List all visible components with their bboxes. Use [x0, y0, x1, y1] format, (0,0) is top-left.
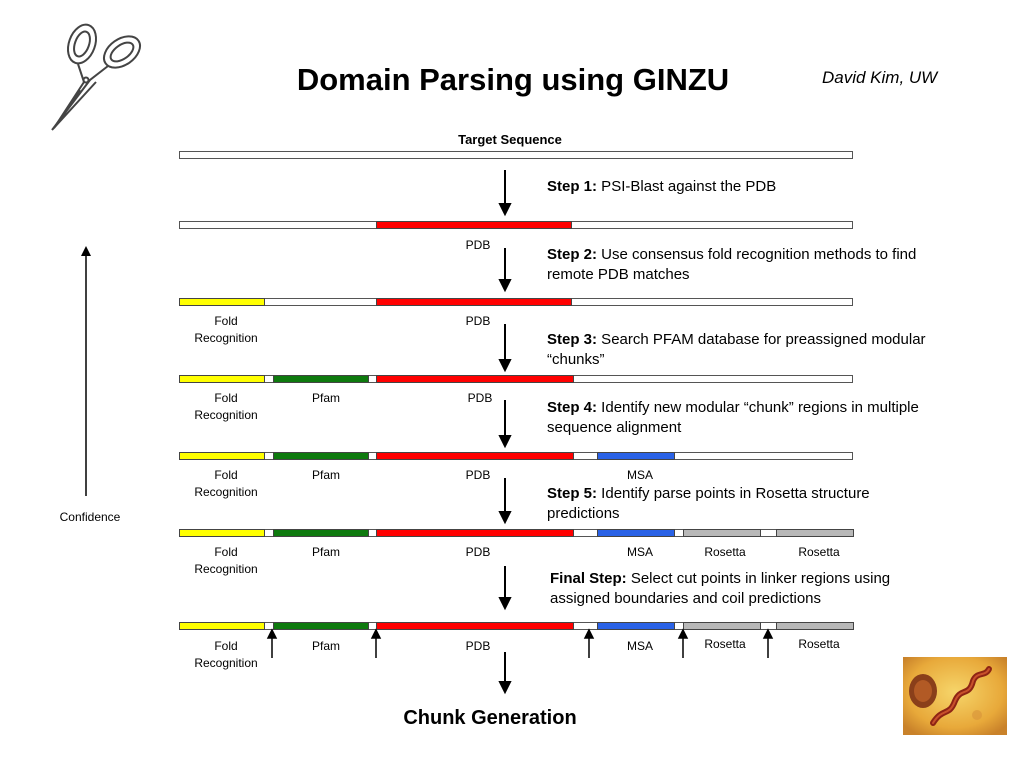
pdb-label: PDB [465, 545, 491, 559]
pfam-label: Pfam [311, 468, 340, 482]
rosetta-label: Rosetta [704, 545, 746, 559]
msa-label: MSA [626, 545, 653, 559]
cut-point-arrows [266, 628, 774, 658]
micrograph-image [903, 657, 1007, 735]
rosetta-segment [683, 529, 761, 537]
fold-recognition-segment [179, 529, 265, 537]
confidence-arrow [81, 246, 91, 496]
fold-recognition-segment [179, 452, 265, 460]
chunk-generation-label: Chunk Generation [403, 707, 577, 729]
step-1-text: Step 1: PSI-Blast against the PDB [547, 178, 777, 195]
step-5-text: Step 5: Identify parse points in Rosetta… [547, 485, 870, 522]
pdb-label: PDB [465, 314, 491, 328]
page-title: Domain Parsing using GINZU [296, 62, 730, 97]
pdb-segment [376, 298, 572, 306]
step-4-text: Step 4: Identify new modular “chunk” reg… [547, 399, 919, 436]
sequence-row-5 [179, 529, 854, 537]
rosetta-segment [776, 529, 854, 537]
fold-recognition-segment [179, 622, 265, 630]
msa-segment [597, 529, 675, 537]
pfam-label: Pfam [311, 391, 340, 405]
sequence-row-4 [179, 452, 853, 460]
pfam-segment [273, 452, 369, 460]
pdb-label: PDB [465, 468, 491, 482]
rosetta-label: Rosetta [798, 637, 840, 651]
rosetta-label: Rosetta [704, 637, 746, 651]
pdb-segment [376, 452, 574, 460]
pfam-label: Pfam [311, 639, 340, 653]
step-2-text: Step 2: Use consensus fold recognition m… [547, 246, 917, 283]
target-sequence-bar [179, 151, 853, 159]
msa-segment [597, 452, 675, 460]
rosetta-segment [776, 622, 854, 630]
msa-label: MSA [626, 639, 653, 653]
pfam-segment [273, 375, 369, 383]
rosetta-segment [683, 622, 761, 630]
pdb-segment [376, 221, 572, 229]
step-3-text: Step 3: Search PFAM database for preassi… [547, 331, 926, 368]
pdb-segment [376, 375, 574, 383]
pdb-label: PDB [467, 391, 493, 405]
author-credit: David Kim, UW [822, 68, 938, 87]
target-sequence-label: Target Sequence [458, 132, 562, 147]
pdb-label: PDB [465, 238, 491, 252]
rosetta-label: Rosetta [798, 545, 840, 559]
sequence-row-1 [179, 221, 853, 229]
msa-label: MSA [626, 468, 653, 482]
pdb-segment [376, 622, 574, 630]
confidence-label: Confidence [59, 510, 121, 524]
sequence-row-3 [179, 375, 853, 383]
fold-recognition-segment [179, 375, 265, 383]
fold-recognition-segment [179, 298, 265, 306]
sequence-row-final [179, 622, 854, 630]
scissors-icon [51, 23, 142, 131]
pdb-label: PDB [465, 639, 491, 653]
pfam-segment [273, 529, 369, 537]
step-arrows [498, 170, 512, 695]
pfam-label: Pfam [311, 545, 340, 559]
pfam-segment [273, 622, 369, 630]
pdb-segment [376, 529, 574, 537]
final-step-text: Final Step: Select cut points in linker … [550, 570, 891, 607]
msa-segment [597, 622, 675, 630]
sequence-row-2 [179, 298, 853, 306]
